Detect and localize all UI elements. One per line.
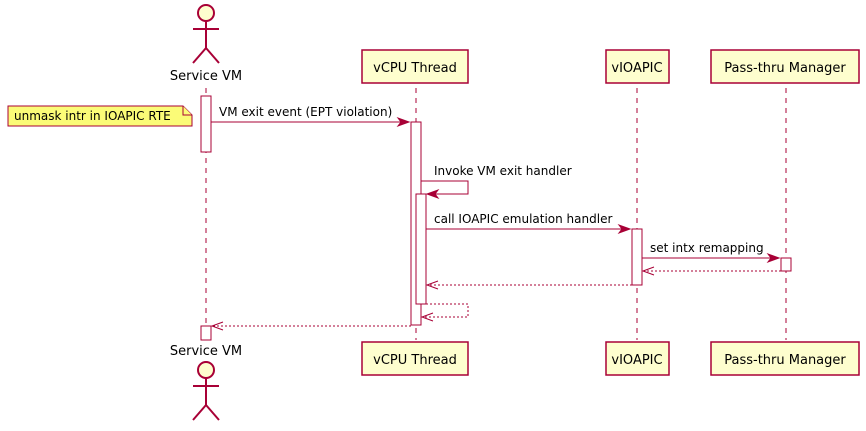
actor-service-vm-bottom: Service VM	[170, 344, 242, 421]
arrowhead-icon	[617, 223, 632, 235]
activation-vcpu-thread-2	[415, 193, 427, 305]
participant-label-passthru-manager-bottom: Pass-thru Manager	[724, 353, 846, 368]
arrowhead-icon	[641, 266, 655, 276]
message-vm-exit-event: VM exit event (EPT violation)	[211, 105, 411, 128]
message-return-to-vcpu-thread	[425, 280, 632, 290]
arrowhead-icon	[766, 252, 781, 264]
arrowhead-icon	[210, 321, 224, 331]
participant-label-vcpu-thread-top: vCPU Thread	[373, 61, 457, 76]
participant-box-vioapic-bottom	[605, 341, 670, 376]
message-return-to-vioapic	[641, 266, 781, 276]
message-return-to-service-vm	[210, 321, 411, 331]
actor-label-service-vm-top: Service VM	[170, 69, 242, 84]
message-label-invoke-vm-exit-handler: Invoke VM exit handler	[434, 164, 572, 178]
activation-service-vm-2	[200, 325, 212, 341]
participant-label-vioapic-bottom: vIOAPIC	[611, 353, 662, 368]
actor-head-icon	[197, 361, 215, 379]
arrowhead-icon	[420, 312, 434, 322]
activation-vioapic	[631, 228, 643, 286]
arrowhead-icon	[425, 188, 440, 200]
note-text: unmask intr in IOAPIC RTE	[14, 109, 171, 123]
participant-label-vcpu-thread-bottom: vCPU Thread	[373, 353, 457, 368]
message-label-set-intx-remapping: set intx remapping	[650, 241, 764, 255]
actor-head-icon	[197, 4, 215, 22]
participant-box-passthru-manager-top	[710, 49, 860, 84]
participant-box-vcpu-thread-bottom	[361, 341, 469, 376]
message-label-call-ioapic-emulation-handler: call IOAPIC emulation handler	[434, 212, 612, 226]
participant-label-vioapic-top: vIOAPIC	[611, 61, 662, 76]
participant-box-passthru-manager-bottom	[710, 341, 860, 376]
message-self-return	[420, 303, 469, 322]
arrowhead-icon	[425, 280, 439, 290]
message-call-ioapic-emulation-handler: call IOAPIC emulation handler	[426, 212, 632, 235]
actor-service-vm-top: Service VM	[170, 4, 242, 84]
activation-passthru-manager	[780, 257, 792, 272]
participant-label-passthru-manager-top: Pass-thru Manager	[724, 61, 846, 76]
message-invoke-vm-exit-handler: Invoke VM exit handler	[421, 164, 572, 200]
participant-box-vcpu-thread-top	[361, 49, 469, 84]
participant-box-vioapic-top	[605, 49, 670, 84]
note-unmask-intr: unmask intr in IOAPIC RTE	[7, 105, 193, 127]
message-set-intx-remapping: set intx remapping	[642, 241, 781, 264]
activation-service-vm-1	[200, 95, 212, 153]
arrowhead-icon	[396, 116, 411, 128]
actor-label-service-vm-bottom: Service VM	[170, 344, 242, 359]
message-label-vm-exit-event: VM exit event (EPT violation)	[219, 105, 392, 119]
